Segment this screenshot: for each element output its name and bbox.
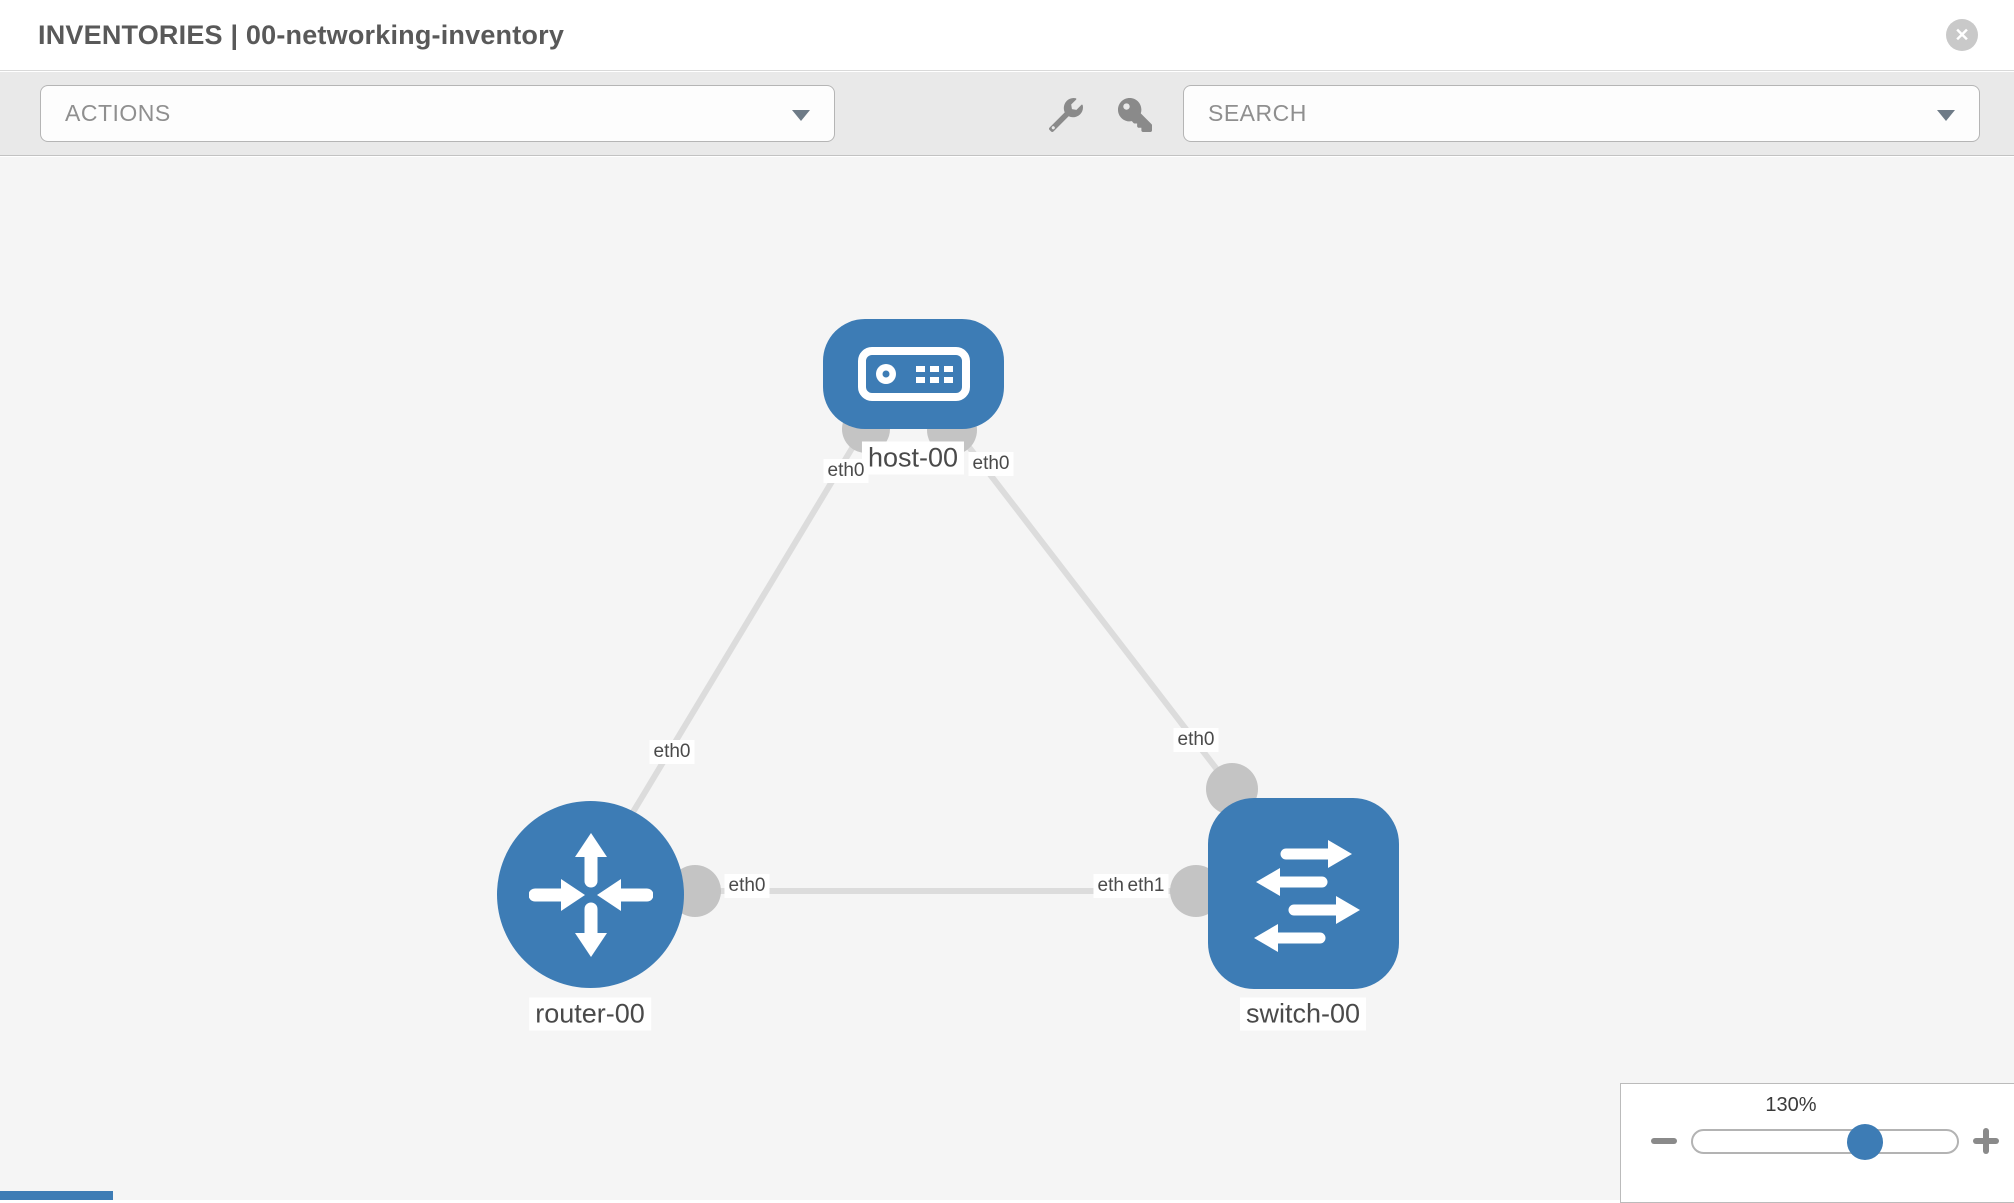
- footer-strip: [0, 1191, 113, 1200]
- iface-label-router-eth0-uplink: eth0: [649, 740, 695, 764]
- iface-label-switch-eth0: eth0: [1173, 728, 1219, 752]
- chevron-down-icon: [1937, 110, 1955, 121]
- zoom-out-button[interactable]: −: [1651, 1138, 1677, 1144]
- switch-icon: [1253, 839, 1360, 952]
- iface-label-host-eth0-left: eth0: [823, 459, 869, 483]
- actions-dropdown-label: ACTIONS: [65, 100, 171, 126]
- zoom-level-value: 130%: [1765, 1094, 1817, 1116]
- key-icon[interactable]: [1118, 98, 1152, 132]
- panel-header: INVENTORIES | 00-networking-inventory ✕: [0, 0, 2014, 71]
- node-label-switch-00: switch-00: [1239, 997, 1367, 1031]
- node-switch-00[interactable]: [1208, 798, 1399, 989]
- node-label-host-00: host-00: [861, 441, 965, 475]
- zoom-in-button[interactable]: +: [1973, 1128, 1999, 1154]
- iface-label-host-eth0-right: eth0: [968, 452, 1014, 476]
- iface-label-router-eth0: eth0: [724, 874, 770, 898]
- page-title: INVENTORIES | 00-networking-inventory: [38, 20, 565, 50]
- router-icon: [528, 832, 653, 957]
- close-icon[interactable]: ✕: [1946, 19, 1978, 51]
- search-dropdown-label: SEARCH: [1208, 100, 1307, 126]
- chevron-down-icon: [792, 110, 810, 121]
- actions-dropdown[interactable]: ACTIONS: [40, 85, 835, 142]
- topology-links-layer: [609, 405, 1258, 917]
- node-router-00[interactable]: [497, 801, 684, 988]
- zoom-slider-thumb[interactable]: [1847, 1124, 1883, 1160]
- zoom-slider-track[interactable]: [1691, 1129, 1959, 1154]
- node-label-router-00: router-00: [529, 997, 651, 1031]
- search-dropdown[interactable]: SEARCH: [1183, 85, 1980, 142]
- host-icon: [857, 347, 970, 401]
- zoom-control-panel: 130% − +: [1620, 1083, 2014, 1203]
- node-host-00[interactable]: [823, 319, 1004, 429]
- iface-label-switch-eth1: eth1: [1123, 874, 1169, 898]
- toolbar: ACTIONS SEARCH: [0, 72, 2014, 156]
- link-host-router[interactable]: [609, 423, 869, 849]
- wrench-icon[interactable]: [1049, 98, 1083, 132]
- topology-canvas[interactable]: host-00 router-00 switch-00 eth0 eth0 et…: [0, 157, 2014, 1203]
